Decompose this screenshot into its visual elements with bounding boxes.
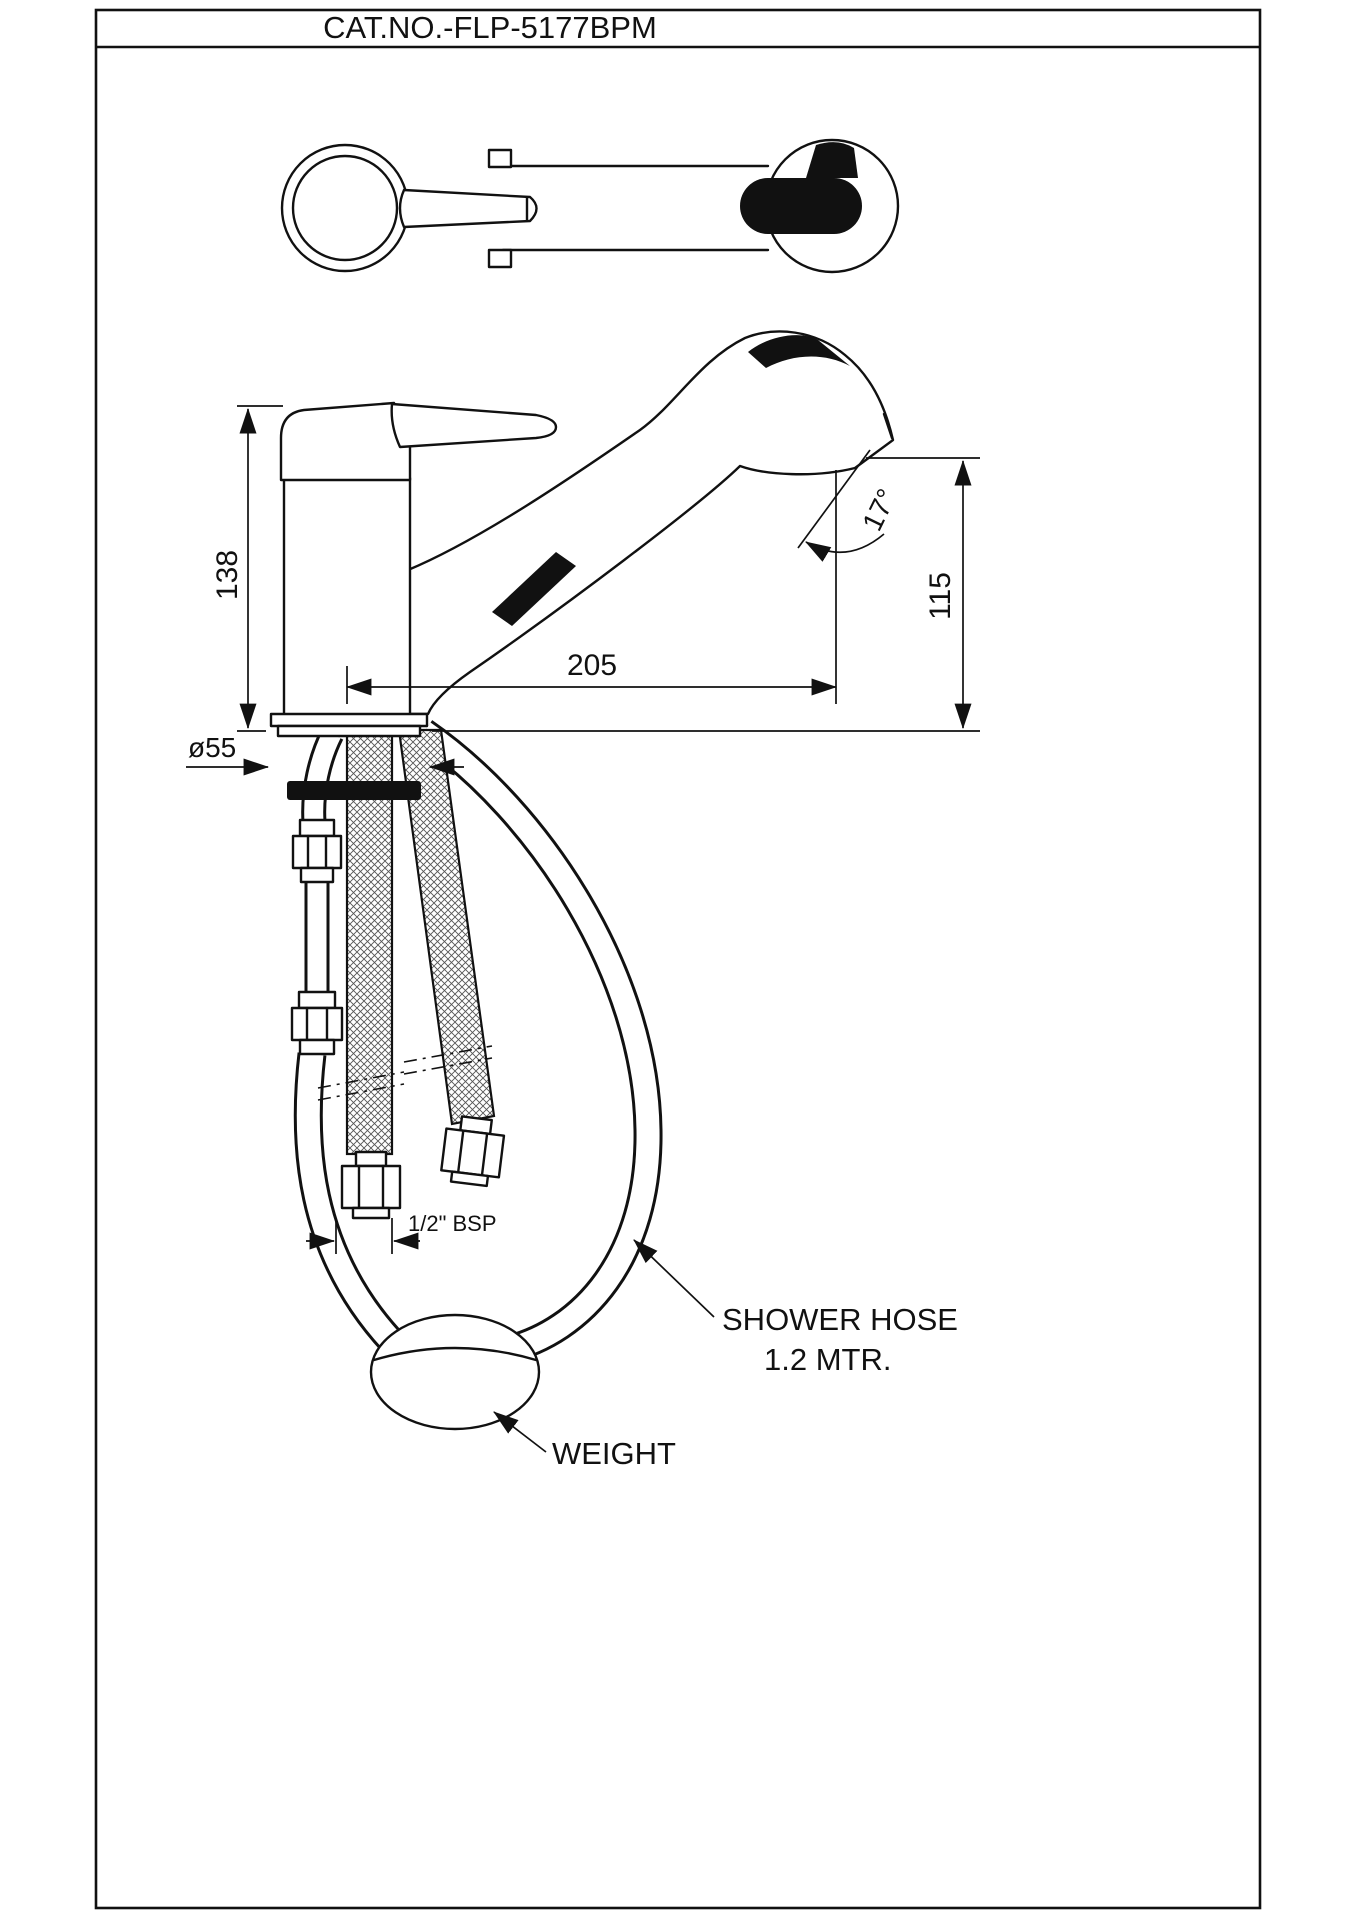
hose-fitting-upper [291, 818, 343, 884]
shower-hose-label-line1: SHOWER HOSE [722, 1302, 958, 1337]
spray-head-black-patch [748, 335, 850, 368]
spout-and-spray-head [406, 330, 895, 716]
base-gasket [287, 781, 421, 800]
spray-trigger-top-view [806, 142, 858, 178]
spray-grip-top-view [740, 178, 862, 234]
weight-callout: WEIGHT [493, 1411, 676, 1471]
dim-17deg-value: 17° [856, 484, 902, 536]
handle-knob-inner [291, 154, 399, 262]
weight-body [369, 1313, 541, 1431]
weight-label: WEIGHT [552, 1436, 676, 1471]
dim-115-value: 115 [924, 572, 957, 620]
shower-hose-label-line2: 1.2 MTR. [764, 1342, 891, 1377]
braided-hose-right [397, 728, 496, 1126]
dim-o55-value: ø55 [188, 732, 236, 763]
dim-bsp-value: 1/2" BSP [408, 1211, 497, 1236]
hex-nut-left [340, 1150, 402, 1220]
dimension-base-diameter: ø55 [186, 732, 464, 776]
hose-fitting-lower [290, 990, 344, 1056]
dimension-spout-height: 115 [432, 457, 980, 732]
body-step-bottom [487, 248, 513, 269]
faucet-side-view [269, 330, 895, 738]
shower-hose-leader [633, 1239, 715, 1318]
dim-205-value: 205 [567, 649, 617, 682]
dimension-height-138: 138 [211, 405, 283, 732]
dimension-spout-reach: 205 [345, 470, 838, 704]
dim-138-value: 138 [211, 550, 244, 600]
weight-seam [372, 1346, 538, 1362]
handle-knob-outer [280, 143, 410, 273]
drawing-frame [94, 8, 1262, 1910]
hex-nut-right [440, 1115, 506, 1188]
hoses-group [287, 720, 663, 1431]
body-step-top [487, 148, 513, 169]
outlet-face-line [882, 412, 894, 440]
spout-black-band [492, 552, 576, 626]
catalog-number: CAT.NO.-FLP-5177BPM [323, 10, 657, 45]
lever-top-view [398, 188, 538, 229]
lever-handle [390, 402, 558, 449]
base-flange-upper [269, 712, 429, 728]
weight-leader [493, 1411, 547, 1453]
base-flange-lower [276, 724, 422, 738]
shower-hose-callout: SHOWER HOSE 1.2 MTR. [633, 1239, 958, 1377]
faucet-top-view [280, 138, 900, 274]
dimension-thread: 1/2" BSP [306, 1211, 497, 1254]
